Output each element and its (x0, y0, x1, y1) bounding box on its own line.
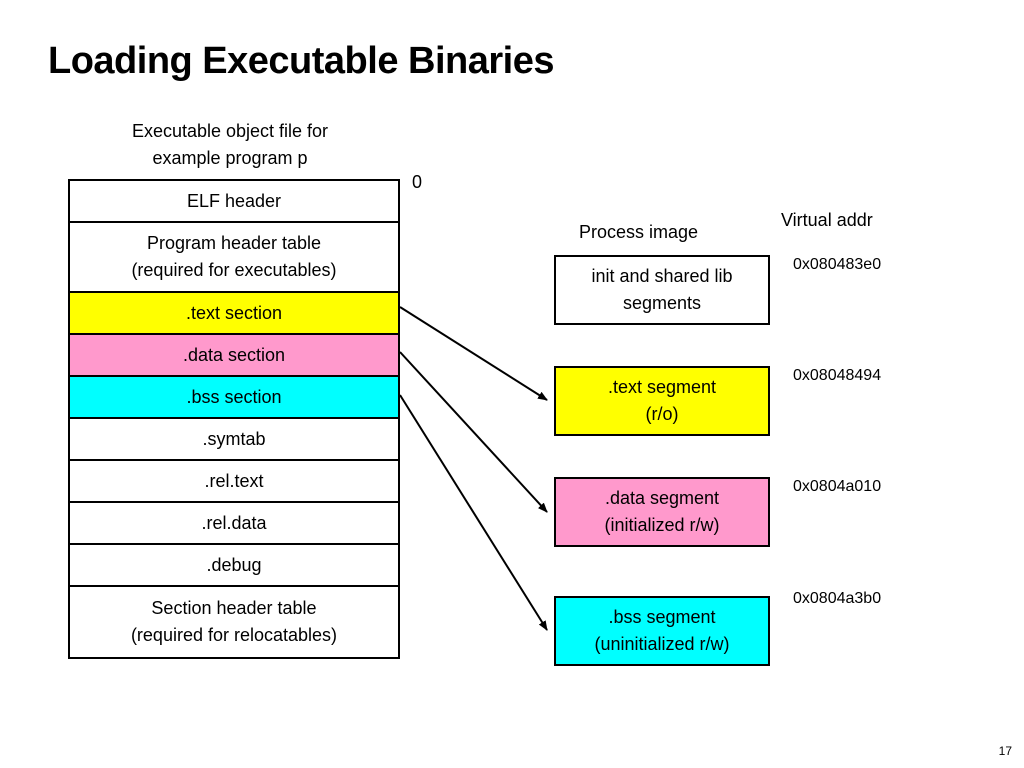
arrow-bss-to-bss-segment (399, 394, 548, 631)
section-elf-header: ELF header (70, 181, 398, 223)
addr-init-shared-lib: 0x080483e0 (793, 256, 882, 273)
virtual-addr-label: Virtual addr (781, 210, 873, 230)
segment-sublabel: (uninitialized r/w) (594, 634, 730, 654)
process-image-label: Process image (579, 222, 699, 242)
section-rel-data: .rel.data (70, 503, 398, 545)
section-label: .debug (206, 554, 262, 575)
segment-init-shared-lib: init and shared lib segments (554, 255, 770, 325)
segment-label: .data segment (604, 488, 720, 508)
section-label: .symtab (202, 428, 266, 449)
segment-bss: .bss segment (uninitialized r/w) (554, 596, 770, 666)
segment-label: init and shared lib (591, 266, 733, 286)
section-bss: .bss section (70, 377, 398, 419)
slide-title: Loading Executable Binaries (48, 40, 554, 82)
section-label: Program header table (146, 233, 322, 253)
section-text: .text section (70, 293, 398, 335)
object-file-caption: Executable object file for example progr… (80, 118, 380, 172)
section-label: .data section (182, 344, 286, 365)
section-sublabel: (required for relocatables) (130, 625, 338, 645)
section-symtab: .symtab (70, 419, 398, 461)
section-debug: .debug (70, 545, 398, 587)
arrow-data-to-data-segment (399, 351, 548, 513)
section-program-header-table: Program header table (required for execu… (70, 223, 398, 293)
segment-data: .data segment (initialized r/w) (554, 477, 770, 547)
segment-sublabel: (initialized r/w) (604, 515, 720, 535)
segment-label: .text segment (607, 377, 717, 397)
arrow-text-to-text-segment (399, 306, 548, 401)
addr-text-segment: 0x08048494 (793, 367, 882, 384)
section-section-header-table: Section header table (required for reloc… (70, 587, 398, 657)
addr-data-segment: 0x0804a010 (793, 478, 882, 495)
object-file-stack: ELF header Program header table (require… (68, 179, 400, 659)
segment-sublabel: (r/o) (645, 404, 679, 424)
segment-label: .bss segment (608, 607, 716, 627)
section-label: .rel.text (204, 470, 264, 491)
section-label: ELF header (186, 190, 282, 211)
addr-bss-segment: 0x0804a3b0 (793, 590, 882, 607)
section-label: Section header table (151, 598, 317, 618)
section-rel-text: .rel.text (70, 461, 398, 503)
section-label: .rel.data (201, 512, 267, 533)
object-file-caption-line2: example program p (152, 148, 308, 168)
section-label: .text section (185, 302, 283, 323)
section-label: .bss section (186, 386, 282, 407)
offset-zero-label: 0 (412, 172, 423, 192)
object-file-caption-line1: Executable object file for (131, 121, 329, 141)
section-data: .data section (70, 335, 398, 377)
segment-text: .text segment (r/o) (554, 366, 770, 436)
segment-sublabel: segments (622, 293, 702, 313)
page-number: 17 (998, 744, 1012, 758)
section-sublabel: (required for executables) (131, 260, 337, 280)
